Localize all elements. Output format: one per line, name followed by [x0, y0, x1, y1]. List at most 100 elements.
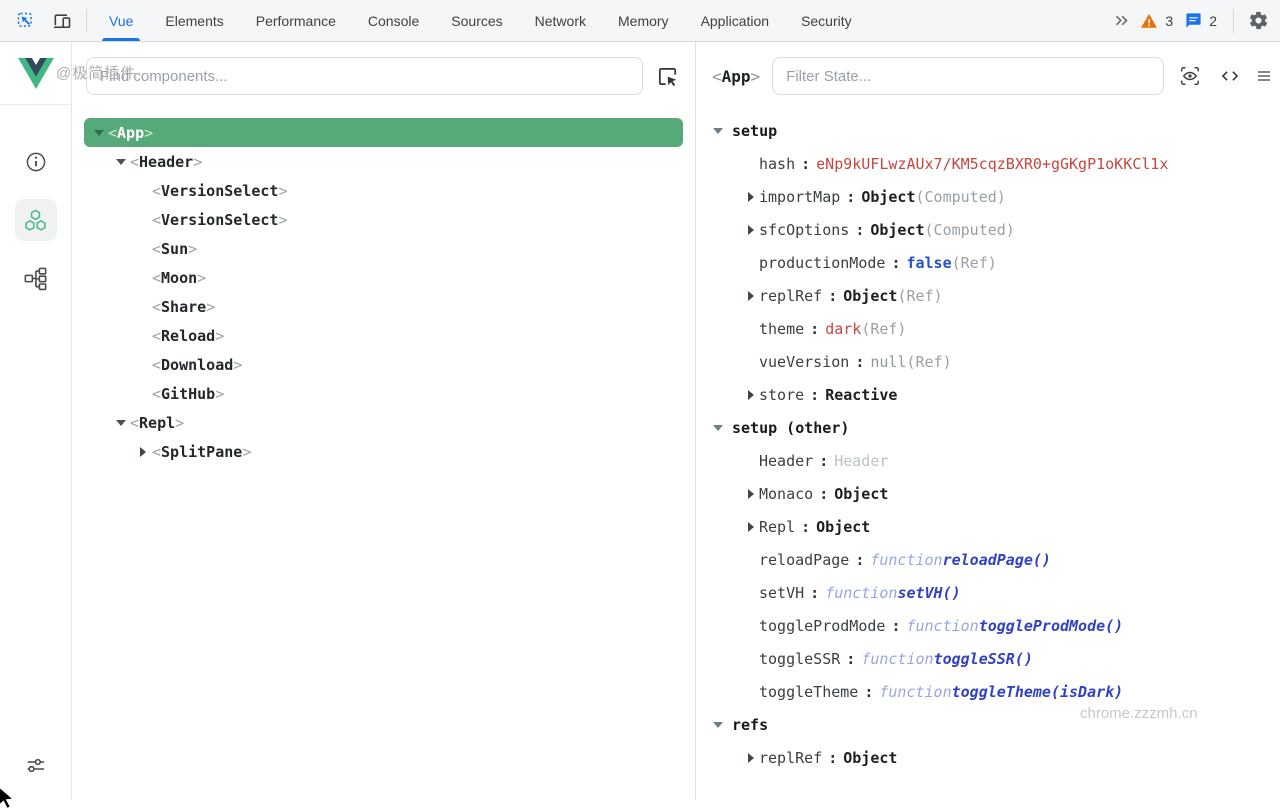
state-value: Object	[843, 287, 897, 305]
panel-menu-icon[interactable]	[1256, 62, 1272, 90]
tree-node-app[interactable]: <App>	[84, 118, 683, 147]
expand-arrow-icon[interactable]	[112, 420, 130, 426]
state-value: Header	[834, 452, 888, 470]
key-value-separator: :	[855, 353, 864, 371]
section-collapse-arrow-icon[interactable]	[713, 128, 723, 134]
state-value: reloadPage()	[943, 551, 1051, 569]
device-toolbar-icon[interactable]	[44, 0, 80, 41]
inspect-element-icon[interactable]	[8, 0, 44, 41]
tab-security[interactable]: Security	[785, 0, 868, 41]
devtools-settings-sliders-icon[interactable]	[15, 744, 57, 786]
expand-arrow-icon[interactable]	[742, 753, 759, 763]
state-row-Monaco[interactable]: Monaco:Object	[696, 477, 1280, 510]
state-row-store[interactable]: store:Reactive	[696, 378, 1280, 411]
key-value-separator: :	[810, 584, 819, 602]
state-row-hash[interactable]: hash:eNp9kUFLwzAUx7/KM5cqzBXR0+gGKgP1oKK…	[696, 147, 1280, 180]
timeline-tree-icon[interactable]	[15, 257, 57, 299]
state-section-setup[interactable]: setup	[696, 114, 1280, 147]
expand-arrow-icon[interactable]	[112, 159, 130, 165]
tab-elements[interactable]: Elements	[149, 0, 239, 41]
find-components-input[interactable]	[86, 57, 643, 95]
state-row-toggleProdMode[interactable]: toggleProdMode:function toggleProdMode()	[696, 609, 1280, 642]
tree-node-versionselect[interactable]: <VersionSelect>	[84, 176, 683, 205]
inspect-dom-code-icon[interactable]	[1216, 62, 1244, 90]
state-row-productionMode[interactable]: productionMode:false(Ref)	[696, 246, 1280, 279]
key-value-separator: :	[828, 749, 837, 767]
state-value: Object	[870, 221, 924, 239]
tab-performance[interactable]: Performance	[240, 0, 352, 41]
more-tabs-icon[interactable]	[1107, 7, 1135, 35]
state-row-vueVersion[interactable]: vueVersion:null(Ref)	[696, 345, 1280, 378]
key-value-separator: :	[891, 254, 900, 272]
state-row-setVH[interactable]: setVH:function setVH()	[696, 576, 1280, 609]
state-value: toggleTheme(isDark)	[952, 683, 1124, 701]
expand-arrow-icon[interactable]	[742, 489, 759, 499]
issues-icon[interactable]	[1183, 7, 1203, 35]
state-row-theme[interactable]: theme:dark(Ref)	[696, 312, 1280, 345]
tab-network[interactable]: Network	[519, 0, 602, 41]
tree-node-repl[interactable]: <Repl>	[84, 408, 683, 437]
section-title: refs	[732, 716, 768, 734]
state-key: toggleTheme	[759, 683, 858, 701]
state-key: toggleSSR	[759, 650, 840, 668]
component-tag-label: <Moon>	[152, 269, 206, 287]
state-row-replRef[interactable]: replRef:Object	[696, 741, 1280, 774]
tab-application[interactable]: Application	[685, 0, 786, 41]
key-value-separator: :	[801, 155, 810, 173]
tree-node-github[interactable]: <GitHub>	[84, 379, 683, 408]
expand-arrow-icon[interactable]	[742, 291, 759, 301]
expand-arrow-icon[interactable]	[742, 225, 759, 235]
settings-gear-icon[interactable]	[1244, 7, 1272, 35]
state-key: reloadPage	[759, 551, 849, 569]
state-key: setVH	[759, 584, 804, 602]
state-row-reloadPage[interactable]: reloadPage:function reloadPage()	[696, 543, 1280, 576]
scroll-to-component-eye-icon[interactable]	[1176, 62, 1204, 90]
state-section-setup-other-[interactable]: setup (other)	[696, 411, 1280, 444]
select-component-in-page-icon[interactable]	[653, 62, 681, 90]
state-value: setVH()	[897, 584, 960, 602]
expand-arrow-icon[interactable]	[742, 192, 759, 202]
tree-node-sun[interactable]: <Sun>	[84, 234, 683, 263]
state-row-sfcOptions[interactable]: sfcOptions:Object(Computed)	[696, 213, 1280, 246]
state-value: Object	[834, 485, 888, 503]
state-row-Header[interactable]: Header:Header	[696, 444, 1280, 477]
tab-console[interactable]: Console	[352, 0, 435, 41]
tree-node-moon[interactable]: <Moon>	[84, 263, 683, 292]
state-value: (Ref)	[906, 353, 951, 371]
state-row-importMap[interactable]: importMap:Object(Computed)	[696, 180, 1280, 213]
filter-state-input[interactable]	[772, 57, 1164, 95]
section-collapse-arrow-icon[interactable]	[713, 425, 723, 431]
tree-node-header[interactable]: <Header>	[84, 147, 683, 176]
expand-arrow-icon[interactable]	[742, 522, 759, 532]
expand-arrow-icon[interactable]	[742, 390, 759, 400]
about-info-icon[interactable]	[15, 141, 57, 183]
expand-arrow-icon[interactable]	[90, 130, 108, 136]
state-key: sfcOptions	[759, 221, 849, 239]
components-tab-icon[interactable]	[15, 199, 57, 241]
component-tag-label: <VersionSelect>	[152, 182, 287, 200]
state-key: theme	[759, 320, 804, 338]
key-value-separator: :	[819, 452, 828, 470]
tree-node-reload[interactable]: <Reload>	[84, 321, 683, 350]
tab-vue[interactable]: Vue	[93, 0, 149, 41]
state-row-toggleSSR[interactable]: toggleSSR:function toggleSSR()	[696, 642, 1280, 675]
state-row-replRef[interactable]: replRef:Object(Ref)	[696, 279, 1280, 312]
state-row-Repl[interactable]: Repl:Object	[696, 510, 1280, 543]
tab-memory[interactable]: Memory	[602, 0, 685, 41]
tab-sources[interactable]: Sources	[435, 0, 518, 41]
state-key: productionMode	[759, 254, 885, 272]
tree-node-download[interactable]: <Download>	[84, 350, 683, 379]
tree-node-splitpane[interactable]: <SplitPane>	[84, 437, 683, 466]
tree-node-share[interactable]: <Share>	[84, 292, 683, 321]
section-collapse-arrow-icon[interactable]	[713, 722, 723, 728]
key-value-separator: :	[810, 386, 819, 404]
key-value-separator: :	[810, 320, 819, 338]
expand-arrow-icon[interactable]	[134, 447, 152, 457]
state-section-refs[interactable]: refs	[696, 708, 1280, 741]
tree-node-versionselect[interactable]: <VersionSelect>	[84, 205, 683, 234]
component-tag-label: <Share>	[152, 298, 215, 316]
warnings-icon[interactable]	[1139, 7, 1159, 35]
component-tree: <App><Header> <VersionSelect> <VersionSele…	[72, 110, 695, 466]
state-row-toggleTheme[interactable]: toggleTheme:function toggleTheme(isDark)	[696, 675, 1280, 708]
